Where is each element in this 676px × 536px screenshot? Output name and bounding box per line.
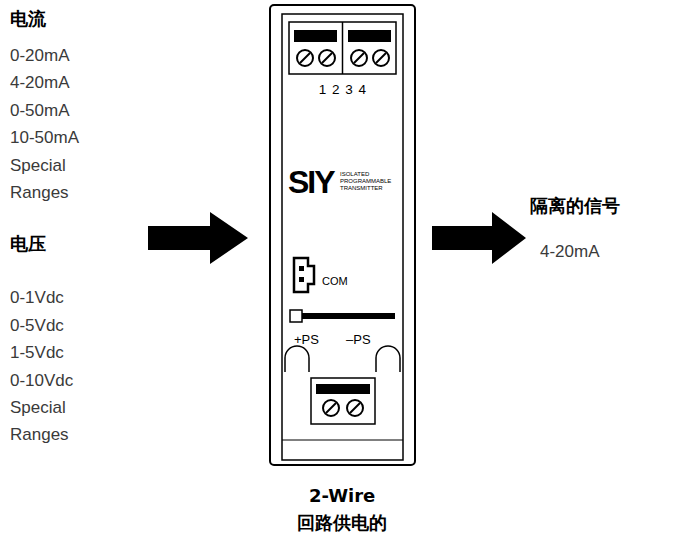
terminal-divider: [342, 22, 344, 74]
output-heading: 隔离的信号: [530, 192, 620, 219]
power-terminal: [311, 378, 375, 424]
section-heading: 电压: [10, 230, 46, 257]
wiring-type: 2-Wire: [309, 482, 375, 509]
range-item: 10-50mA: [10, 124, 79, 151]
module-housing: [270, 5, 415, 465]
range-item: 0-10Vdc: [10, 367, 73, 394]
range-item: 0-5Vdc: [10, 312, 64, 339]
power-screws: [323, 400, 363, 416]
slider-bar: [290, 313, 395, 319]
output-range: 4-20mA: [540, 238, 600, 265]
section-heading: 电流: [10, 5, 46, 32]
range-item: 0-50mA: [10, 97, 70, 124]
range-item: 0-1Vdc: [10, 284, 64, 311]
terminal-block: [289, 22, 396, 74]
module-panel: [282, 14, 403, 460]
com-pin: [299, 266, 304, 271]
brand-logo: SIY: [288, 165, 334, 200]
range-item: 0-20mA: [10, 42, 70, 69]
port-label: COM: [322, 275, 348, 287]
product-description: ISOLATED PROGRAMMABLE TRANSMITTER: [340, 171, 392, 193]
com-pin: [299, 277, 304, 282]
range-item: 4-20mA: [10, 69, 70, 96]
input-arrow: [148, 212, 248, 264]
terminal-numbers: 1 2 3 4: [270, 83, 415, 98]
wiring-type: 回路供电的: [297, 509, 387, 536]
pin-label: +PS: [294, 333, 319, 347]
range-item: 1-5Vdc: [10, 339, 64, 366]
clip-arc: [285, 346, 309, 372]
terminal-slot: [348, 30, 391, 42]
range-item: Special Ranges: [10, 152, 80, 206]
transmitter-module: 1 2 3 4 SIY ISOLATED PROGRAMMABLE TRANSMIT…: [270, 5, 415, 465]
panel-line: [282, 440, 403, 441]
output-arrow: [432, 212, 526, 264]
pin-label: –PS: [346, 333, 371, 347]
range-item: Special Ranges: [10, 394, 80, 448]
clip-arc: [376, 346, 400, 372]
terminal-slot: [294, 30, 337, 42]
terminal-screws: [297, 50, 389, 66]
slider-knob: [290, 310, 302, 322]
com-connector: [294, 258, 314, 292]
terminal-slot: [316, 384, 370, 394]
